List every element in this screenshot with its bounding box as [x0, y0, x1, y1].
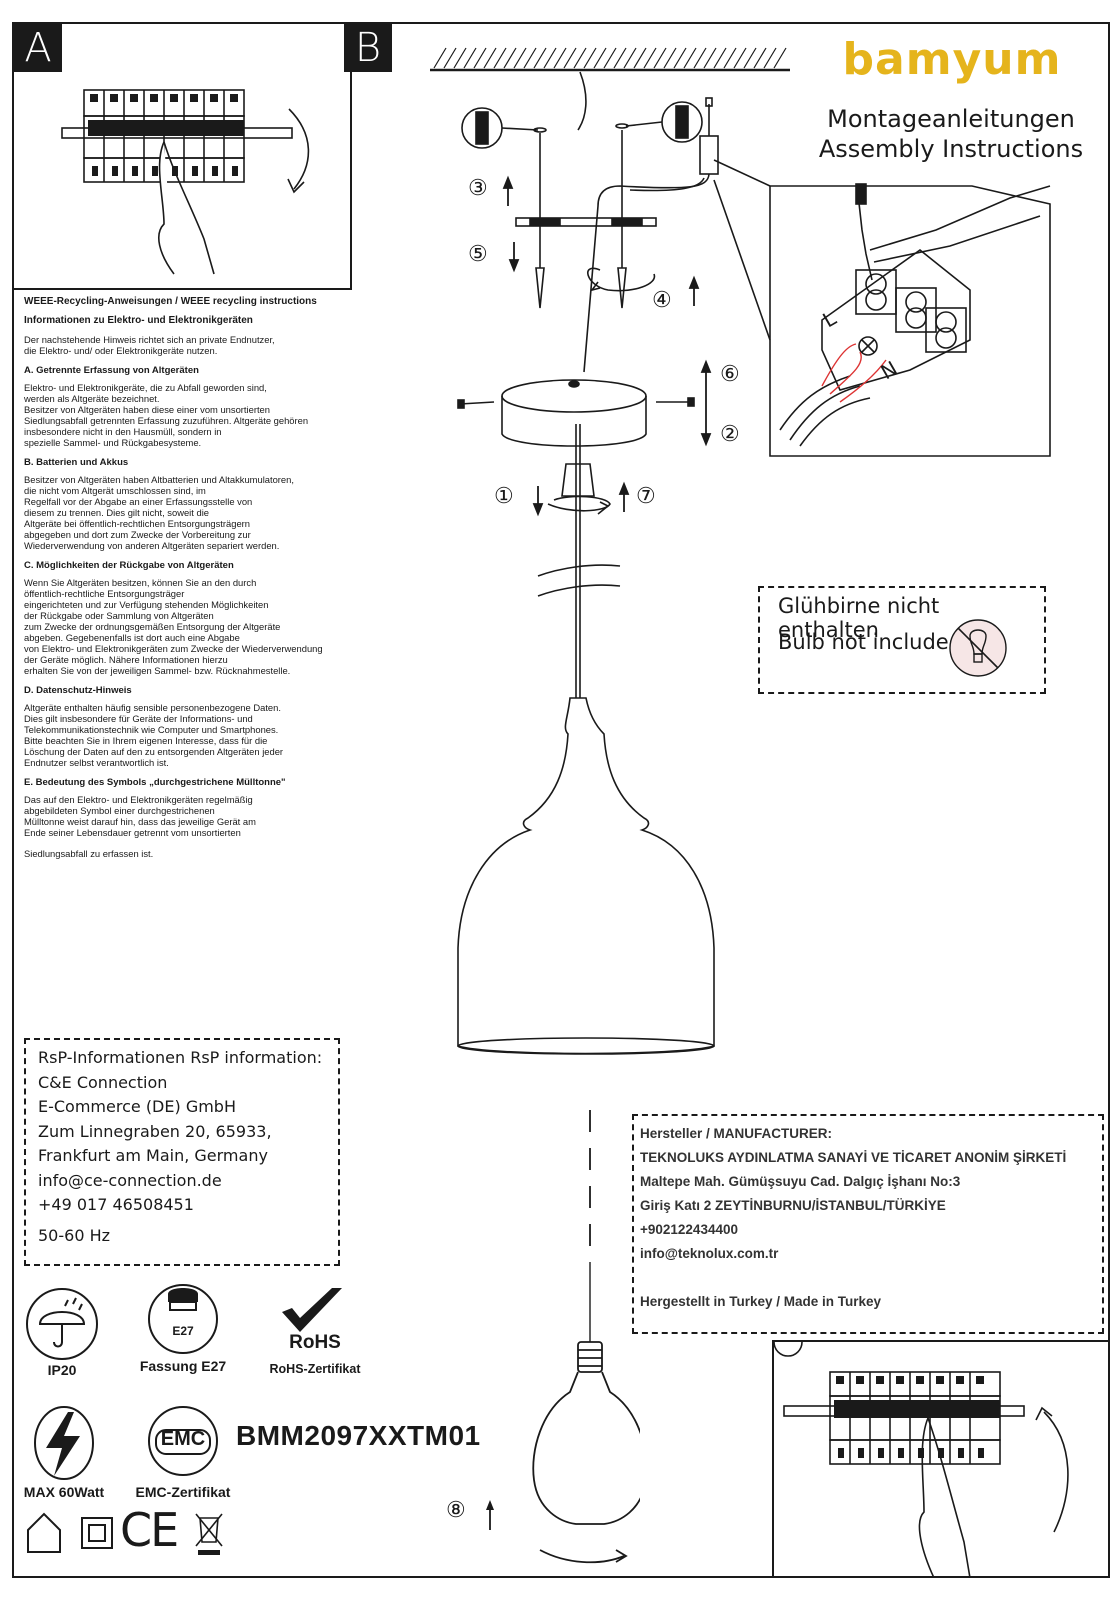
rsp-line: Frankfurt am Main, Germany: [38, 1146, 268, 1165]
mfr-heading: Hersteller / MANUFACTURER:: [640, 1126, 833, 1141]
brand-logo: bamyum: [842, 34, 1062, 85]
e27-badge: E27: [172, 1324, 194, 1338]
document-title: Montageanleitungen Assembly Instructions: [806, 104, 1096, 164]
rsp-line: Zum Linnegraben 20, 65933,: [38, 1121, 272, 1141]
step-1-label: ①: [494, 484, 514, 509]
weee-section-b-title: B. Batterien und Akkus: [24, 457, 129, 468]
weee-section-a-text: Elektro- und Elektronikgeräte, die zu Ab…: [24, 382, 309, 448]
mfr-address-1: Maltepe Mah. Gümüşsuyu Cad. Dalgıç İşhan…: [640, 1174, 961, 1189]
step-6-label: ⑥: [720, 362, 740, 387]
weee-section-b-text: Besitzer von Altgeräten haben Altbatteri…: [24, 474, 294, 551]
weee-section-e-title: E. Bedeutung des Symbols „durchgestriche…: [24, 777, 286, 788]
weee-section-c-text: Wenn Sie Altgeräten besitzen, können Sie…: [24, 577, 323, 676]
panel-b-tag: B: [344, 24, 392, 72]
weee-section-a-title: A. Getrennte Erfassung von Altgeräten: [24, 365, 199, 376]
weee-section-d-title: D. Datenschutz-Hinweis: [24, 685, 132, 696]
ip20-label: IP20: [47, 1362, 77, 1378]
panel-c-breaker-on: [772, 1340, 1108, 1579]
rsp-phone: +49 017 46508451: [38, 1195, 194, 1214]
socket-label: Fassung E27: [139, 1358, 227, 1374]
rsp-email: info@ce-connection.de: [38, 1170, 222, 1190]
wiring-detail-illustration: L N: [713, 159, 1051, 457]
manufacturer-info-box: Hersteller / MANUFACTURER: TEKNOLUKS AYD…: [632, 1114, 1104, 1334]
step-8-label: ⑧: [446, 1498, 466, 1523]
step-2-label: ②: [720, 422, 740, 447]
breaker-switch-on-illustration: [773, 1341, 1069, 1579]
e27-socket-icon: [148, 1284, 218, 1354]
rsp-info-box: RsP-Informationen RsP information: C&E C…: [24, 1038, 340, 1266]
weee-instructions: WEEE-Recycling-Anweisungen / WEEE recycl…: [24, 296, 444, 859]
rsp-line: C&E Connection: [38, 1072, 168, 1092]
weee-intro: Der nachstehende Hinweis richtet sich an…: [24, 334, 275, 356]
step-4-label: ④: [652, 288, 672, 313]
step-3-label: ③: [468, 176, 488, 201]
model-number: BMM2097XXTM01: [236, 1420, 481, 1451]
crossed-bin-icon: [195, 1513, 223, 1555]
emc-badge: EMC: [160, 1428, 206, 1450]
panel-a-tag: A: [14, 24, 62, 72]
bulb-not-included-notice: Glühbirne nicht enthalten Bulb not inclu…: [758, 586, 1046, 694]
pendant-lamp-assembly-illustration: [430, 47, 790, 1055]
step-5-label: ⑤: [468, 242, 488, 267]
weee-section-e-text: Das auf den Elektro- und Elektronikgerät…: [24, 794, 256, 838]
indoor-use-house-icon: [27, 1512, 61, 1553]
weee-subheading: Informationen zu Elektro- und Elektronik…: [24, 315, 253, 326]
rsp-heading: RsP-Informationen RsP information:: [38, 1048, 323, 1067]
bulb-note-english: Bulb not included: [778, 630, 963, 654]
page-frame: [12, 22, 1110, 1578]
emc-label: EMC-Zertifikat: [135, 1484, 231, 1500]
wire-neutral-label: N: [877, 356, 902, 384]
panel-a-breaker-off: A: [14, 24, 352, 290]
step-7-label: ⑦: [636, 484, 656, 509]
emc-icon: [148, 1406, 218, 1476]
rsp-line: E-Commerce (DE) GmbH: [38, 1097, 236, 1116]
weee-section-d-text: Altgeräte enthalten häufig sensible pers…: [24, 702, 284, 768]
weee-section-c-title: C. Möglichkeiten der Rückgabe von Altger…: [24, 560, 234, 571]
ce-mark: CE: [120, 1503, 179, 1557]
class-ii-insulation-icon: [81, 1517, 113, 1549]
umbrella-ip20-icon: [26, 1288, 98, 1360]
rohs-check-icon: [282, 1288, 342, 1332]
rohs-label: RoHS-Zertifikat: [269, 1362, 361, 1376]
weee-heading: WEEE-Recycling-Anweisungen / WEEE recycl…: [24, 296, 317, 307]
title-english: Assembly Instructions: [818, 135, 1084, 163]
rohs-badge: RoHS: [289, 1332, 341, 1353]
no-bulb-icon: [949, 619, 1007, 677]
breaker-switch-off-illustration: [61, 89, 310, 275]
mfr-phone: +902122434400: [640, 1222, 738, 1237]
bulb-install-illustration: [532, 1110, 640, 1564]
title-german: Montageanleitungen: [827, 105, 1075, 133]
max-watt-label: MAX 60Watt: [23, 1484, 105, 1500]
mfr-address-2: Giriş Katı 2 ZEYTİNBURNU/İSTANBUL/TÜRKİY…: [640, 1198, 946, 1213]
mfr-email: info@teknolux.com.tr: [640, 1246, 779, 1261]
weee-closing: Siedlungsabfall zu erfassen ist.: [24, 848, 154, 859]
bulb-note-german: Glühbirne nicht enthalten: [778, 594, 940, 642]
mfr-company: TEKNOLUKS AYDINLATMA SANAYİ VE TİCARET A…: [640, 1150, 1067, 1165]
lightning-power-icon: [34, 1406, 94, 1480]
mfr-made-in: Hergestellt in Turkey / Made in Turkey: [640, 1294, 882, 1309]
rsp-frequency: 50-60 Hz: [38, 1225, 111, 1245]
up-arrow-icon: [486, 1500, 494, 1530]
